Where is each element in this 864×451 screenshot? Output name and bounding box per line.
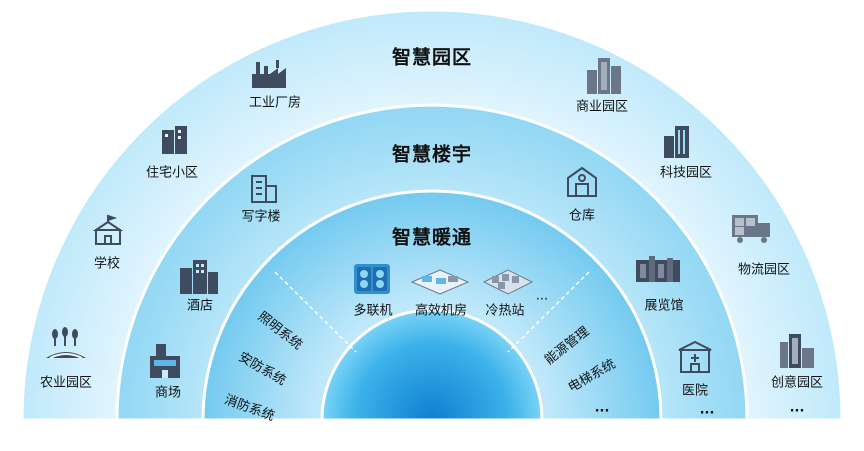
title-smart-hvac: 智慧暖通: [391, 226, 473, 249]
hotel-icon: [180, 260, 218, 294]
middle-label-hotel: 酒店: [186, 298, 214, 314]
title-smart-park: 智慧园区: [391, 46, 473, 69]
residential-icon: [162, 126, 187, 154]
outer-label-residential: 住宅小区: [145, 165, 199, 181]
middle-label-warehouse: 仓库: [568, 208, 596, 224]
middle-more: ...: [699, 402, 715, 418]
hospital-icon: [678, 340, 712, 373]
factory-icon: [252, 60, 286, 88]
middle-label-exhibition: 展览馆: [644, 298, 684, 314]
middle-label-hospital: 医院: [681, 383, 709, 399]
office-icon: [251, 175, 277, 203]
title-smart-building: 智慧楼宇: [391, 143, 473, 166]
outer-label-tech: 科技园区: [659, 165, 713, 181]
outer-label-factory: 工业厂房: [248, 95, 302, 111]
machine-room-icon: [410, 269, 470, 295]
divider-right: [507, 271, 590, 353]
outer-more: ...: [789, 400, 805, 416]
equipment-label-vrf: 多联机: [353, 303, 393, 319]
exhibition-icon: [636, 256, 680, 282]
cold-heat-station-icon: [482, 269, 534, 295]
equipment-more: ...: [535, 288, 549, 304]
outer-label-farm: 农业园区: [39, 375, 93, 391]
farm-icon: [46, 327, 86, 359]
mall-icon: [150, 344, 180, 378]
ring-inner: [201, 189, 663, 422]
outer-label-school: 学校: [93, 256, 121, 272]
logistics-icon: [732, 215, 770, 243]
outer-label-logistics: 物流园区: [737, 262, 791, 278]
divider-left: [274, 271, 357, 353]
creative-park-icon: [780, 334, 814, 368]
equipment-label-station: 冷热站: [485, 303, 525, 319]
school-icon: [92, 214, 124, 245]
system-more: ...: [594, 400, 610, 416]
middle-label-mall: 商场: [154, 385, 182, 401]
vrf-unit-icon: [354, 264, 390, 294]
outer-label-creative: 创意园区: [770, 375, 824, 391]
middle-label-office: 写字楼: [241, 209, 281, 225]
outer-label-commercial: 商业园区: [575, 99, 629, 115]
warehouse-icon: [567, 166, 597, 197]
tech-park-icon: [664, 126, 689, 158]
equipment-label-machine-room: 高效机房: [414, 303, 468, 319]
ring-core: [320, 308, 544, 422]
commercial-icon: [587, 58, 621, 94]
